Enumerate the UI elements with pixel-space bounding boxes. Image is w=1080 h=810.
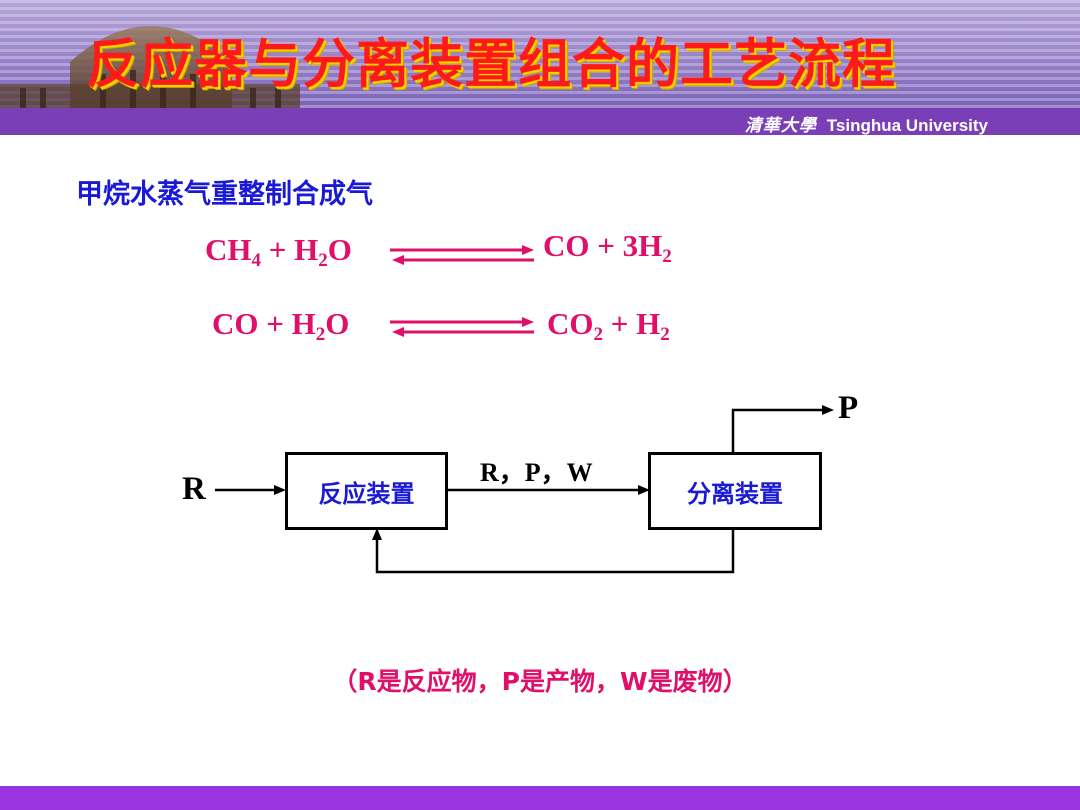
stream-label: R，P，W [480,458,593,487]
equation-1-reactants: CH4 + H2O [205,232,352,271]
equation-1-products: CO + 3H2 [543,228,672,267]
university-logo: 清華大學 Tsinghua University [745,111,988,135]
university-name: Tsinghua University [826,116,988,135]
equation-2-products: CO2 + H2 [547,306,670,345]
university-seal-text: 清華大學 [744,116,817,135]
separator-label: 分离装置 [687,479,783,508]
section-heading: 甲烷水蒸气重整制合成气 [76,179,373,210]
equilibrium-arrow-2 [390,317,534,337]
legend-note: （R是反应物，P是产物，W是废物） [332,667,748,696]
input-stream-label: R [182,471,206,507]
equation-2-reactants: CO + H2O [212,306,350,345]
auditorium-dome-image [0,26,300,110]
reactor-label: 反应装置 [318,479,415,508]
header-bar [0,108,1080,135]
product-stream-label: P [838,390,859,426]
slide-title: 反应器与分离装置组合的工艺流程 [86,34,896,95]
separator-box: 分离装置 [648,452,822,530]
equilibrium-arrow-1 [390,245,534,265]
reactor-box: 反应装置 [285,452,448,530]
slide-footer-bar [0,786,1080,810]
slide-header: 反应器与分离装置组合的工艺流程 清華大學 Tsinghua University [0,0,1080,135]
